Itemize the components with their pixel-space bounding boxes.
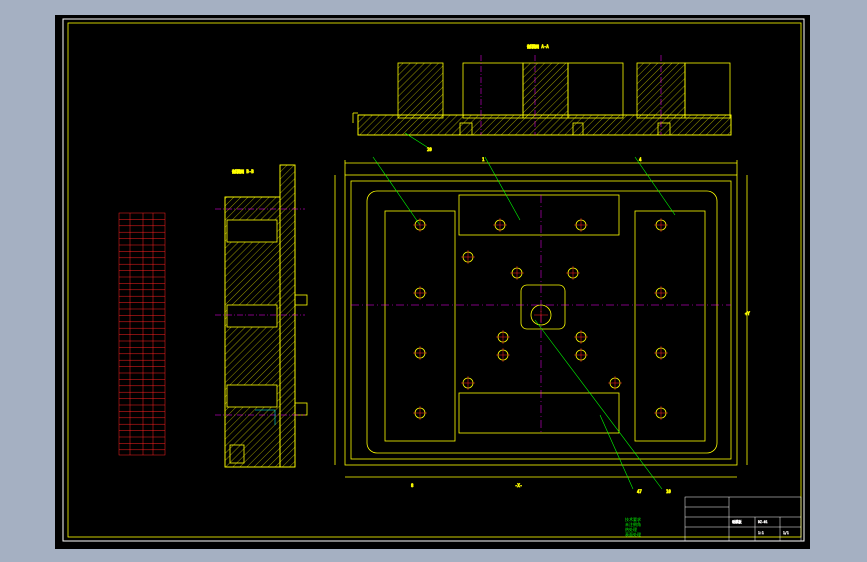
leader-label-bottom-2: 10 [666, 489, 671, 494]
hole-centerline [496, 348, 510, 362]
note-1: 技术要求 [625, 516, 641, 522]
hole-centerline [493, 218, 507, 232]
dim-right-mid: +Y [745, 311, 750, 316]
hole-centerline [461, 250, 475, 264]
hole-centerline [413, 286, 427, 300]
side-section-label: 剖视图 B-B [232, 168, 254, 174]
leader-label-bottom-1: 47 [637, 489, 642, 494]
note-3: 热处理 [625, 526, 637, 532]
hole-centerline [608, 376, 622, 390]
note-2: 未注倒角 [625, 521, 641, 527]
hole-centerline [534, 308, 548, 322]
hole-centerline [574, 348, 588, 362]
title-block-code: DZ-01 [758, 520, 768, 524]
hole-centerline [413, 406, 427, 420]
hole-centerline [574, 218, 588, 232]
sheet-outer-frame [62, 18, 805, 542]
hole-centerline [496, 330, 510, 344]
hole-centerline [510, 266, 524, 280]
hole-centerline [654, 286, 668, 300]
hole-centerline [654, 406, 668, 420]
leader-label-top: 20 [427, 147, 432, 152]
title-block: 动模板 DZ-01 1:1 1/1 [684, 496, 802, 542]
sheet-inner-frame [67, 22, 802, 538]
top-section-view: 剖视图 A-A 20 [352, 43, 732, 152]
hole-centerline [461, 376, 475, 390]
title-block-sheet: 1/1 [783, 531, 789, 535]
main-plan-view: 47 10 4 1 8 -X- +Y [334, 157, 751, 494]
side-section-view: 剖视图 B-B [215, 164, 308, 468]
hole-centerline [566, 266, 580, 280]
top-section-label: 剖视图 A-A [527, 43, 549, 49]
hole-centerline [654, 218, 668, 232]
mold-plate-drawing: 剖视图 A-A 20 剖视图 B-B [62, 18, 805, 542]
cad-viewport[interactable]: 剖视图 A-A 20 剖视图 B-B [55, 15, 810, 549]
leader-label-top-mid: 1 [482, 157, 485, 162]
hole-centerline [654, 346, 668, 360]
note-4: 表面处理 [625, 531, 641, 537]
hole-centerline [574, 330, 588, 344]
dim-bottom-mid: -X- [515, 483, 522, 488]
technical-notes: 技术要求 未注倒角 热处理 表面处理 [625, 516, 641, 537]
parts-list-table [118, 212, 166, 456]
title-block-scale: 1:1 [758, 531, 764, 535]
bolt-hole [530, 304, 552, 326]
hole-centerline [413, 346, 427, 360]
dim-left-x: 8 [411, 483, 414, 488]
leader-label-top-right: 4 [639, 157, 642, 162]
title-block-name: 动模板 [732, 519, 742, 524]
